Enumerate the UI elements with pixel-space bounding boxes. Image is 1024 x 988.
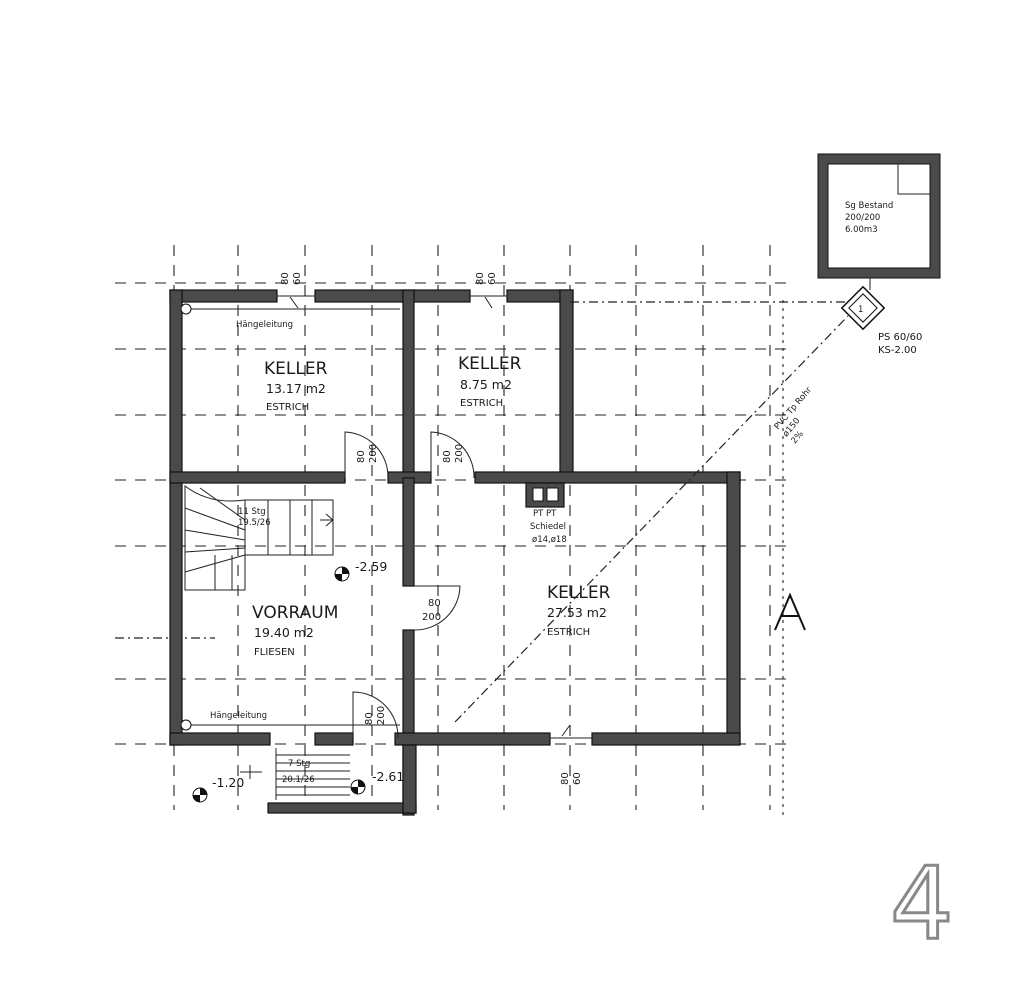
stairs-upper xyxy=(184,484,334,591)
door-keller2-dims: 80 200 xyxy=(442,444,465,463)
room-name: KELLER xyxy=(264,359,328,379)
svg-text:80: 80 xyxy=(475,272,486,285)
room-area: 13.17 m2 xyxy=(266,381,326,396)
stair-lower-ratio: 20.1/26 xyxy=(282,775,315,785)
tank-label: Sg Bestand xyxy=(845,201,893,211)
tank-volume: 6.00m3 xyxy=(845,225,878,235)
tank-size: 200/200 xyxy=(845,213,880,223)
pipe-label-bottom: Hängeleitung xyxy=(210,711,267,721)
svg-text:200: 200 xyxy=(454,444,465,463)
door-swings xyxy=(277,295,592,739)
room-floor: ESTRICH xyxy=(547,627,590,638)
page-number: 4 xyxy=(890,845,954,962)
pipe-label-top: Hängeleitung xyxy=(236,320,293,330)
svg-text:200: 200 xyxy=(368,444,379,463)
svg-text:60: 60 xyxy=(572,772,583,785)
chimney-diameter: ø14,ø18 xyxy=(532,535,567,545)
room-floor: ESTRICH xyxy=(460,398,503,409)
drain-line xyxy=(454,301,849,723)
stair-upper-ratio: 19.5/26 xyxy=(238,518,271,528)
walls xyxy=(169,289,741,816)
svg-text:80: 80 xyxy=(356,450,367,463)
pump-number: 1 xyxy=(858,305,863,315)
hanging-pipe-lines xyxy=(180,303,400,731)
room-floor: ESTRICH xyxy=(266,402,309,413)
door-exit-dims: 80 200 xyxy=(364,706,387,725)
chimney-brand: Schiedel xyxy=(530,522,566,532)
pump-depth: KS-2.00 xyxy=(878,345,917,356)
window-bottom-dims: 80 60 xyxy=(560,772,583,785)
svg-text:80: 80 xyxy=(428,598,441,609)
door-keller3-dims: 80 200 xyxy=(422,598,441,623)
room-keller-3: KELLER 27.53 m2 ESTRICH xyxy=(547,583,611,638)
section-marker: A xyxy=(0,0,806,631)
room-area: 19.40 m2 xyxy=(254,625,314,640)
level-value: -2.59 xyxy=(355,559,387,574)
svg-text:80: 80 xyxy=(560,772,571,785)
level-marker-outside: -1.20 xyxy=(192,775,244,803)
room-name: VORRAUM xyxy=(252,603,338,623)
room-floor: FLIESEN xyxy=(254,647,295,658)
room-keller-2: KELLER 8.75 m2 ESTRICH xyxy=(458,354,522,409)
stair-lower-count: 7 Stg xyxy=(288,759,310,769)
section-marker-label: A xyxy=(0,0,9,3)
stair-upper-count: 11 Stg xyxy=(238,507,266,517)
room-vorraum: VORRAUM 19.40 m2 FLIESEN xyxy=(252,603,338,658)
door-keller1-dims: 80 200 xyxy=(356,444,379,463)
room-keller-1: KELLER 13.17 m2 ESTRICH xyxy=(264,359,328,413)
svg-text:80: 80 xyxy=(364,712,375,725)
room-name: KELLER xyxy=(458,354,522,374)
svg-text:200: 200 xyxy=(376,706,387,725)
svg-text:200: 200 xyxy=(422,612,441,623)
chimney-label: PT PT Schiedel ø14,ø18 xyxy=(530,509,567,545)
level-marker-lower: -2.61 xyxy=(350,769,404,795)
window-top-left-dims: 80 60 xyxy=(280,272,303,285)
svg-text:60: 60 xyxy=(292,272,303,285)
chimney-type: PT PT xyxy=(533,509,557,519)
level-marker-vorraum: -2.59 xyxy=(334,559,387,582)
room-area: 8.75 m2 xyxy=(460,377,512,392)
room-area: 27.53 m2 xyxy=(547,605,607,620)
pump-shaft: 1 PS 60/60 KS-2.00 xyxy=(840,285,922,356)
svg-text:60: 60 xyxy=(487,272,498,285)
pump-label: PS 60/60 xyxy=(878,332,922,343)
pipe-annotation: PVC Tp Rohr ø150 2% xyxy=(773,385,815,446)
window-top-mid-dims: 80 60 xyxy=(475,272,498,285)
septic-tank: Sg Bestand 200/200 6.00m3 xyxy=(817,153,941,290)
level-value: -2.61 xyxy=(372,769,404,784)
room-name: KELLER xyxy=(547,583,611,603)
stairs-lower xyxy=(240,748,350,800)
svg-text:80: 80 xyxy=(442,450,453,463)
level-value: -1.20 xyxy=(212,775,244,790)
svg-text:80: 80 xyxy=(280,272,291,285)
